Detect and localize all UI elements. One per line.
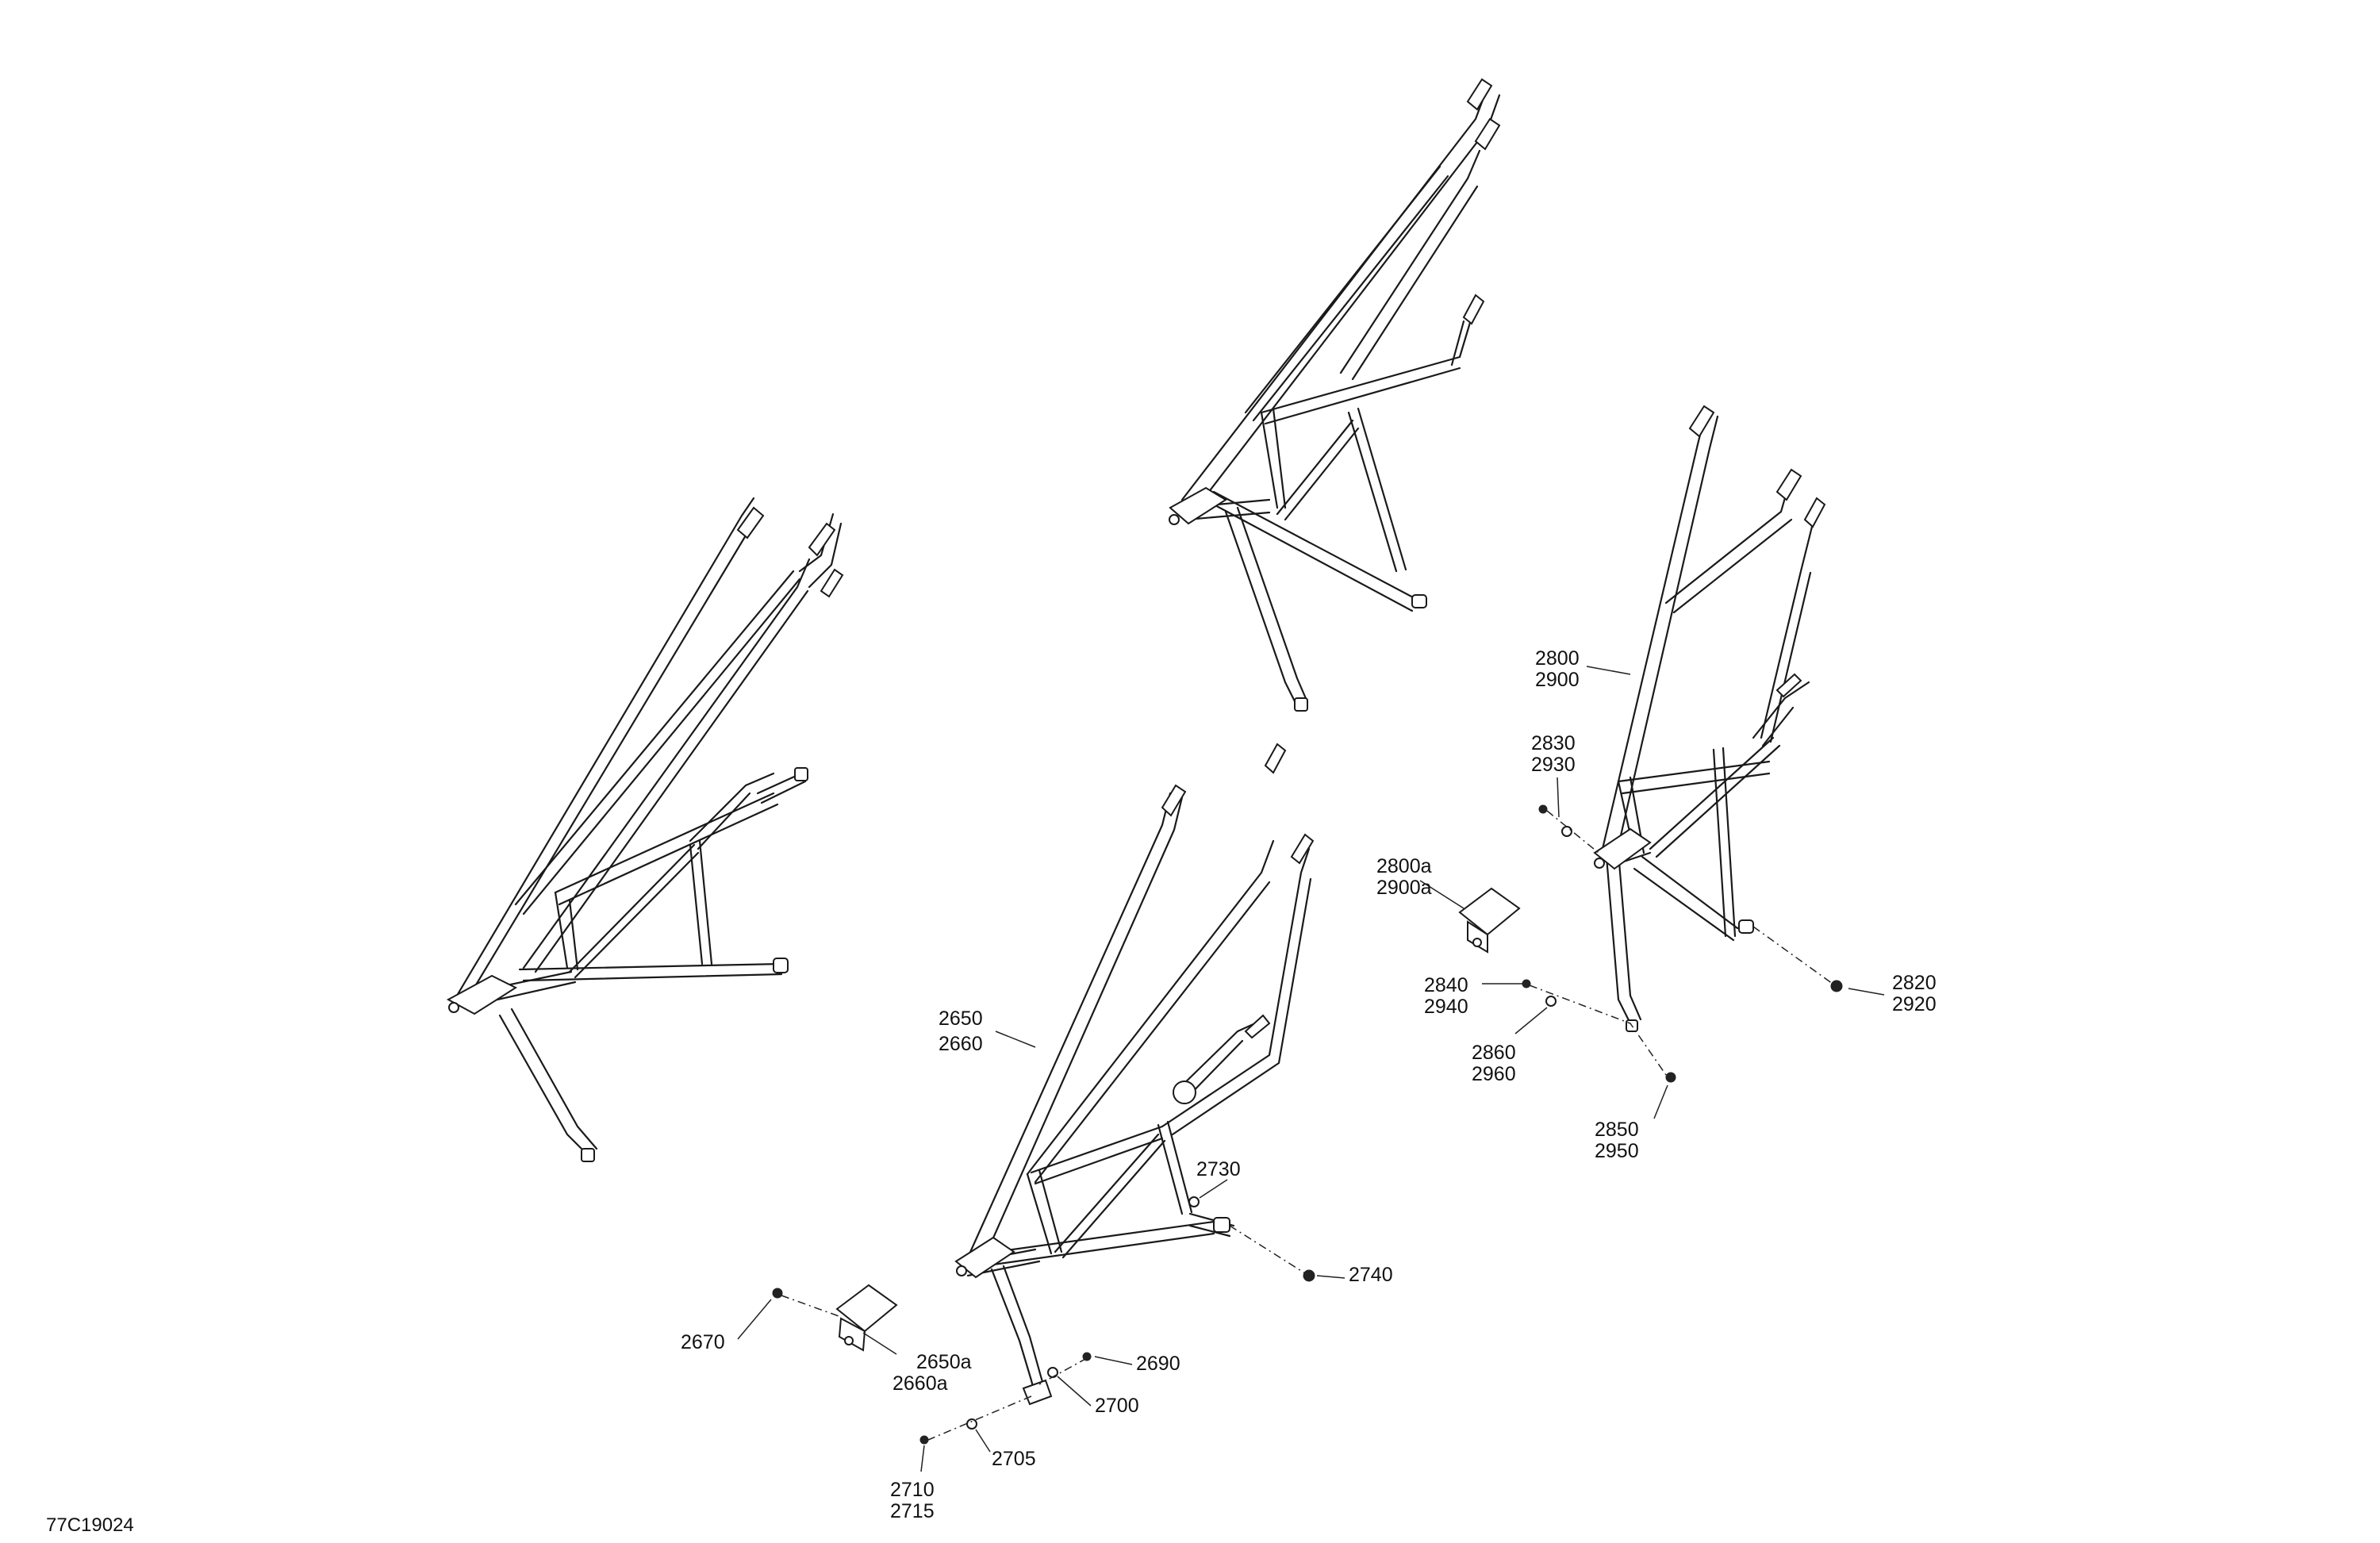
buckle-2650a: [835, 1284, 898, 1352]
seat-belt-assembly-right: [1593, 405, 1826, 1032]
callout-2700: 2700: [1095, 1395, 1139, 1417]
callout-2800a-line1: 2800a: [1376, 855, 1432, 877]
callout-2820-line1: 2820: [1892, 972, 1937, 994]
callout-2800-line2: 2900: [1535, 669, 1580, 691]
callout-2830-line1: 2830: [1531, 732, 1576, 754]
bolt-2690: [1082, 1352, 1092, 1361]
callout-2800-line1: 2800: [1535, 647, 1580, 670]
washer-2705: [966, 1418, 977, 1430]
nut-2820: [1830, 980, 1843, 992]
bolt-2830: [1538, 804, 1548, 814]
callout-2860-line2: 2960: [1472, 1063, 1516, 1085]
callout-2690: 2690: [1136, 1353, 1180, 1375]
buckle-2800a: [1458, 887, 1521, 954]
callout-2650a-line2: 2660a: [892, 1372, 948, 1395]
callout-2710-line2: 2715: [890, 1500, 935, 1522]
nut-2670: [772, 1288, 783, 1299]
callout-2705: 2705: [992, 1448, 1036, 1470]
callout-2800a-line2: 2900a: [1376, 877, 1432, 899]
callout-labels: 2800 2900 2830 2930 2800a 2900a 2840 294…: [681, 647, 1937, 1522]
washer-2860: [1545, 996, 1557, 1007]
callout-2850-line2: 2950: [1595, 1140, 1639, 1162]
callout-2650-line2: 2660: [939, 1033, 983, 1055]
washer-2830: [1561, 826, 1572, 837]
callout-2740: 2740: [1349, 1264, 1393, 1286]
nut-2850: [1665, 1072, 1676, 1083]
washer-2730: [1188, 1196, 1200, 1207]
callout-2650-line1: 2650: [939, 1008, 983, 1030]
seat-belt-assembly-top: [1169, 78, 1501, 712]
loose-hardware: [772, 804, 1843, 1445]
callout-2850-line1: 2850: [1595, 1119, 1639, 1141]
callout-2860-line1: 2860: [1472, 1042, 1516, 1064]
callout-2730: 2730: [1196, 1158, 1241, 1180]
bolt-2710: [919, 1435, 929, 1445]
callout-2650a-line1: 2650a: [916, 1351, 972, 1373]
callout-2840-line2: 2940: [1424, 996, 1468, 1018]
seat-belt-assembly-left: [446, 497, 844, 1162]
callout-2710-line1: 2710: [890, 1479, 935, 1501]
washer-2700: [1047, 1367, 1058, 1378]
assembly-lines: [781, 810, 1833, 1441]
nut-2740: [1303, 1269, 1315, 1282]
callout-2840-line1: 2840: [1424, 974, 1468, 996]
seat-belt-assembly-bottom: [954, 743, 1315, 1406]
callout-2820-line2: 2920: [1892, 993, 1937, 1015]
figure-code: 77C19024: [46, 1514, 134, 1536]
leader-lines: [737, 666, 1885, 1472]
callout-2830-line2: 2930: [1531, 754, 1576, 776]
bolt-2840: [1522, 979, 1531, 988]
callout-2670: 2670: [681, 1331, 725, 1353]
